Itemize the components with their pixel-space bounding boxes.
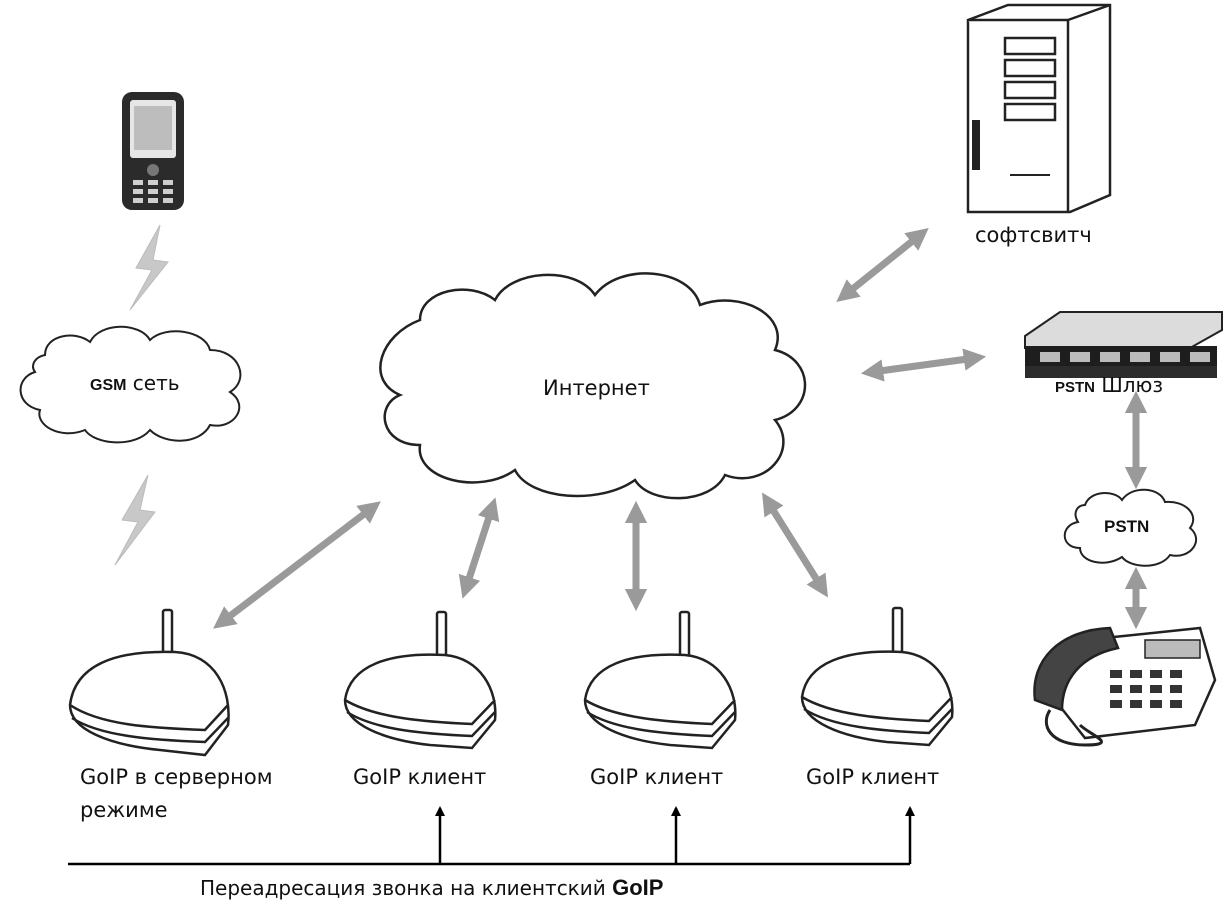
- goip-client-label-3: GoIP клиент: [806, 765, 940, 789]
- pstn-gateway-label: PSTN Шлюз: [1055, 370, 1163, 403]
- internet-cloud: [379, 272, 807, 500]
- pstn-label: PSTN: [1104, 517, 1150, 536]
- pstn-gateway-label-bold: PSTN: [1055, 379, 1096, 396]
- goip-server-label-line1: GoIP в серверном: [80, 765, 273, 789]
- lightning-top-icon: [129, 224, 169, 311]
- goip-server-device-icon: [68, 608, 230, 757]
- caption-bold-text: GoIP: [612, 875, 664, 900]
- gsm-label-rest: сеть: [126, 371, 180, 395]
- gsm-cloud: [19, 325, 242, 444]
- internet-label: Интернет: [543, 376, 650, 400]
- goip-client-device-3-icon: [800, 606, 954, 747]
- softswitch-label: софтсвитч: [975, 223, 1092, 247]
- caption-main-text: Переадресация звонка на клиентский: [200, 876, 613, 900]
- arrow-internet-gateway: [860, 348, 987, 382]
- pstn-cloud: [1063, 488, 1197, 567]
- lightning-bottom-icon: [114, 474, 156, 566]
- arrow-internet-goip-client-1: [458, 497, 500, 599]
- desk-telephone-icon: [1033, 626, 1217, 747]
- mobile-phone-icon: [122, 92, 184, 210]
- rack-gateway-icon: [1024, 311, 1223, 378]
- goip-client-device-1-icon: [343, 610, 497, 750]
- server-tower-icon: [966, 3, 1112, 214]
- goip-client-device-2-icon: [583, 610, 737, 750]
- arrow-internet-goip-client-3: [762, 492, 828, 598]
- goip-client-label-2: GoIP клиент: [590, 765, 724, 789]
- goip-client-label-1: GoIP клиент: [353, 765, 487, 789]
- arrow-internet-softswitch: [836, 228, 929, 302]
- call-forwarding-caption: Переадресация звонка на клиентский GoIP: [200, 873, 663, 903]
- arrow-internet-goip-server: [213, 501, 381, 629]
- gsm-label-bold: GSM: [90, 377, 127, 394]
- pstn-gateway-label-rest: Шлюз: [1095, 373, 1164, 397]
- goip-server-label-line2: режиме: [80, 798, 168, 822]
- gsm-network-label: GSM сеть: [90, 368, 180, 401]
